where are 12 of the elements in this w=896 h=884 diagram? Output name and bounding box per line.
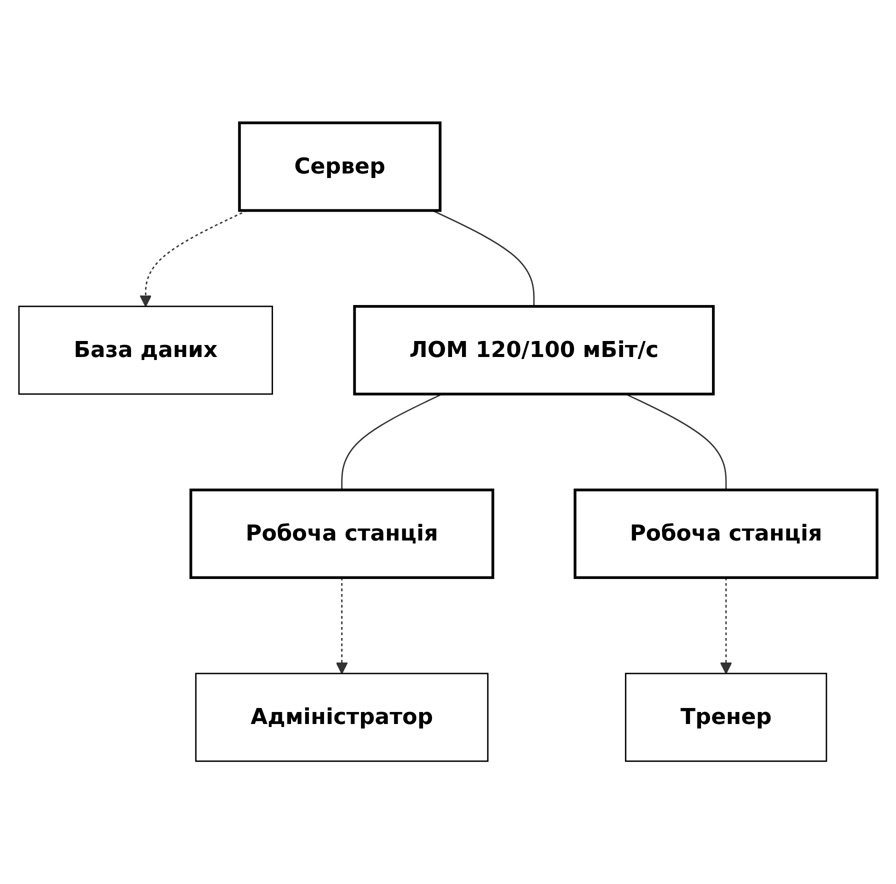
node-box: ЛОМ 120/100 мБіт/с <box>353 305 715 396</box>
connector <box>341 393 442 490</box>
node-box: Сервер <box>238 121 442 212</box>
arrow <box>720 578 732 674</box>
node-box: Робоча станція <box>189 488 494 579</box>
node-box: Робоча станція <box>574 488 878 579</box>
connector <box>432 210 535 306</box>
node-box: Тренер <box>624 672 828 762</box>
connector <box>625 393 727 490</box>
node-box: Адміністратор <box>195 672 489 762</box>
arrow <box>336 578 348 674</box>
node-box: База даних <box>18 306 274 395</box>
